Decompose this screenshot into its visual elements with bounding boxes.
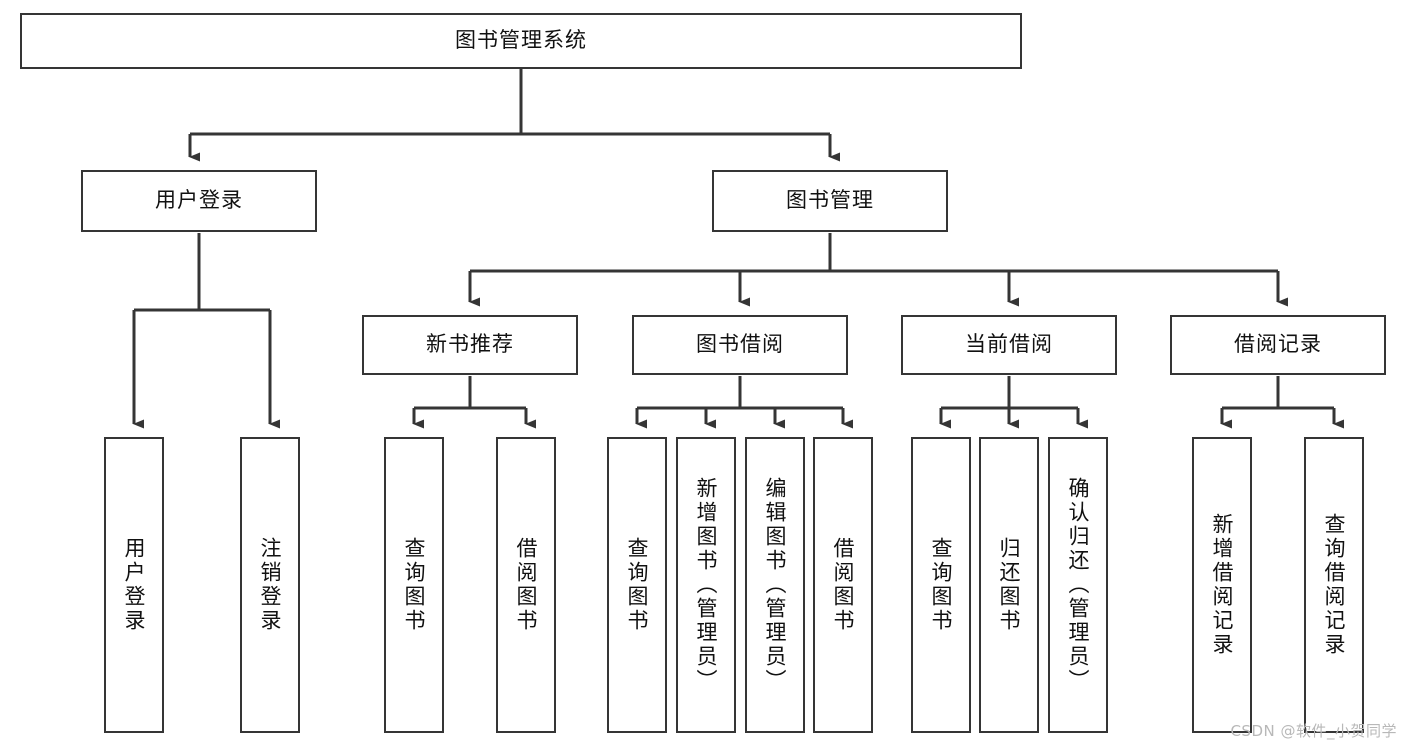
node-label: 图书管理 bbox=[786, 188, 874, 213]
node-label: 借阅图书 bbox=[514, 537, 539, 633]
node-root-book-management-system[interactable]: 图书管理系统 bbox=[20, 13, 1022, 69]
node-borrow-records[interactable]: 借阅记录 bbox=[1170, 315, 1386, 375]
node-label: 查询借阅记录 bbox=[1322, 513, 1347, 657]
leaf-logout[interactable]: 注销登录 bbox=[240, 437, 300, 733]
node-current-borrowing[interactable]: 当前借阅 bbox=[901, 315, 1117, 375]
leaf-return-book[interactable]: 归还图书 bbox=[979, 437, 1039, 733]
leaf-borrow-book-new-book[interactable]: 借阅图书 bbox=[496, 437, 556, 733]
leaf-user-login[interactable]: 用户登录 bbox=[104, 437, 164, 733]
leaf-query-book-current[interactable]: 查询图书 bbox=[911, 437, 971, 733]
node-book-borrowing[interactable]: 图书借阅 bbox=[632, 315, 848, 375]
node-label: 归还图书 bbox=[997, 537, 1022, 633]
node-new-book-recommendation[interactable]: 新书推荐 bbox=[362, 315, 578, 375]
watermark-csdn: CSDN @软件_小贺同学 bbox=[1230, 722, 1397, 740]
leaf-query-borrow-record[interactable]: 查询借阅记录 bbox=[1304, 437, 1364, 733]
node-label: 查询图书 bbox=[402, 537, 427, 633]
node-book-management[interactable]: 图书管理 bbox=[712, 170, 948, 232]
leaf-borrow-book-borrowing[interactable]: 借阅图书 bbox=[813, 437, 873, 733]
node-label: 新书推荐 bbox=[426, 332, 514, 357]
node-label: 图书借阅 bbox=[696, 332, 784, 357]
node-label: 用户登录 bbox=[155, 188, 243, 213]
node-label: 用户登录 bbox=[122, 537, 147, 633]
leaf-confirm-return-admin[interactable]: 确认归还（管理员） bbox=[1048, 437, 1108, 733]
node-label: 查询图书 bbox=[625, 537, 650, 633]
node-label: 编辑图书（管理员） bbox=[763, 477, 788, 693]
node-user-login[interactable]: 用户登录 bbox=[81, 170, 317, 232]
node-label: 注销登录 bbox=[258, 537, 283, 633]
node-label: 查询图书 bbox=[929, 537, 954, 633]
node-label: 借阅记录 bbox=[1234, 332, 1322, 357]
leaf-add-borrow-record[interactable]: 新增借阅记录 bbox=[1192, 437, 1252, 733]
node-label: 确认归还（管理员） bbox=[1066, 477, 1091, 693]
node-label: 借阅图书 bbox=[831, 537, 856, 633]
node-label: 新增图书（管理员） bbox=[694, 477, 719, 693]
leaf-query-book-borrowing[interactable]: 查询图书 bbox=[607, 437, 667, 733]
node-label: 当前借阅 bbox=[965, 332, 1053, 357]
node-label: 图书管理系统 bbox=[455, 28, 587, 53]
leaf-query-book-new-book[interactable]: 查询图书 bbox=[384, 437, 444, 733]
leaf-add-book-admin[interactable]: 新增图书（管理员） bbox=[676, 437, 736, 733]
node-label: 新增借阅记录 bbox=[1210, 513, 1235, 657]
leaf-edit-book-admin[interactable]: 编辑图书（管理员） bbox=[745, 437, 805, 733]
